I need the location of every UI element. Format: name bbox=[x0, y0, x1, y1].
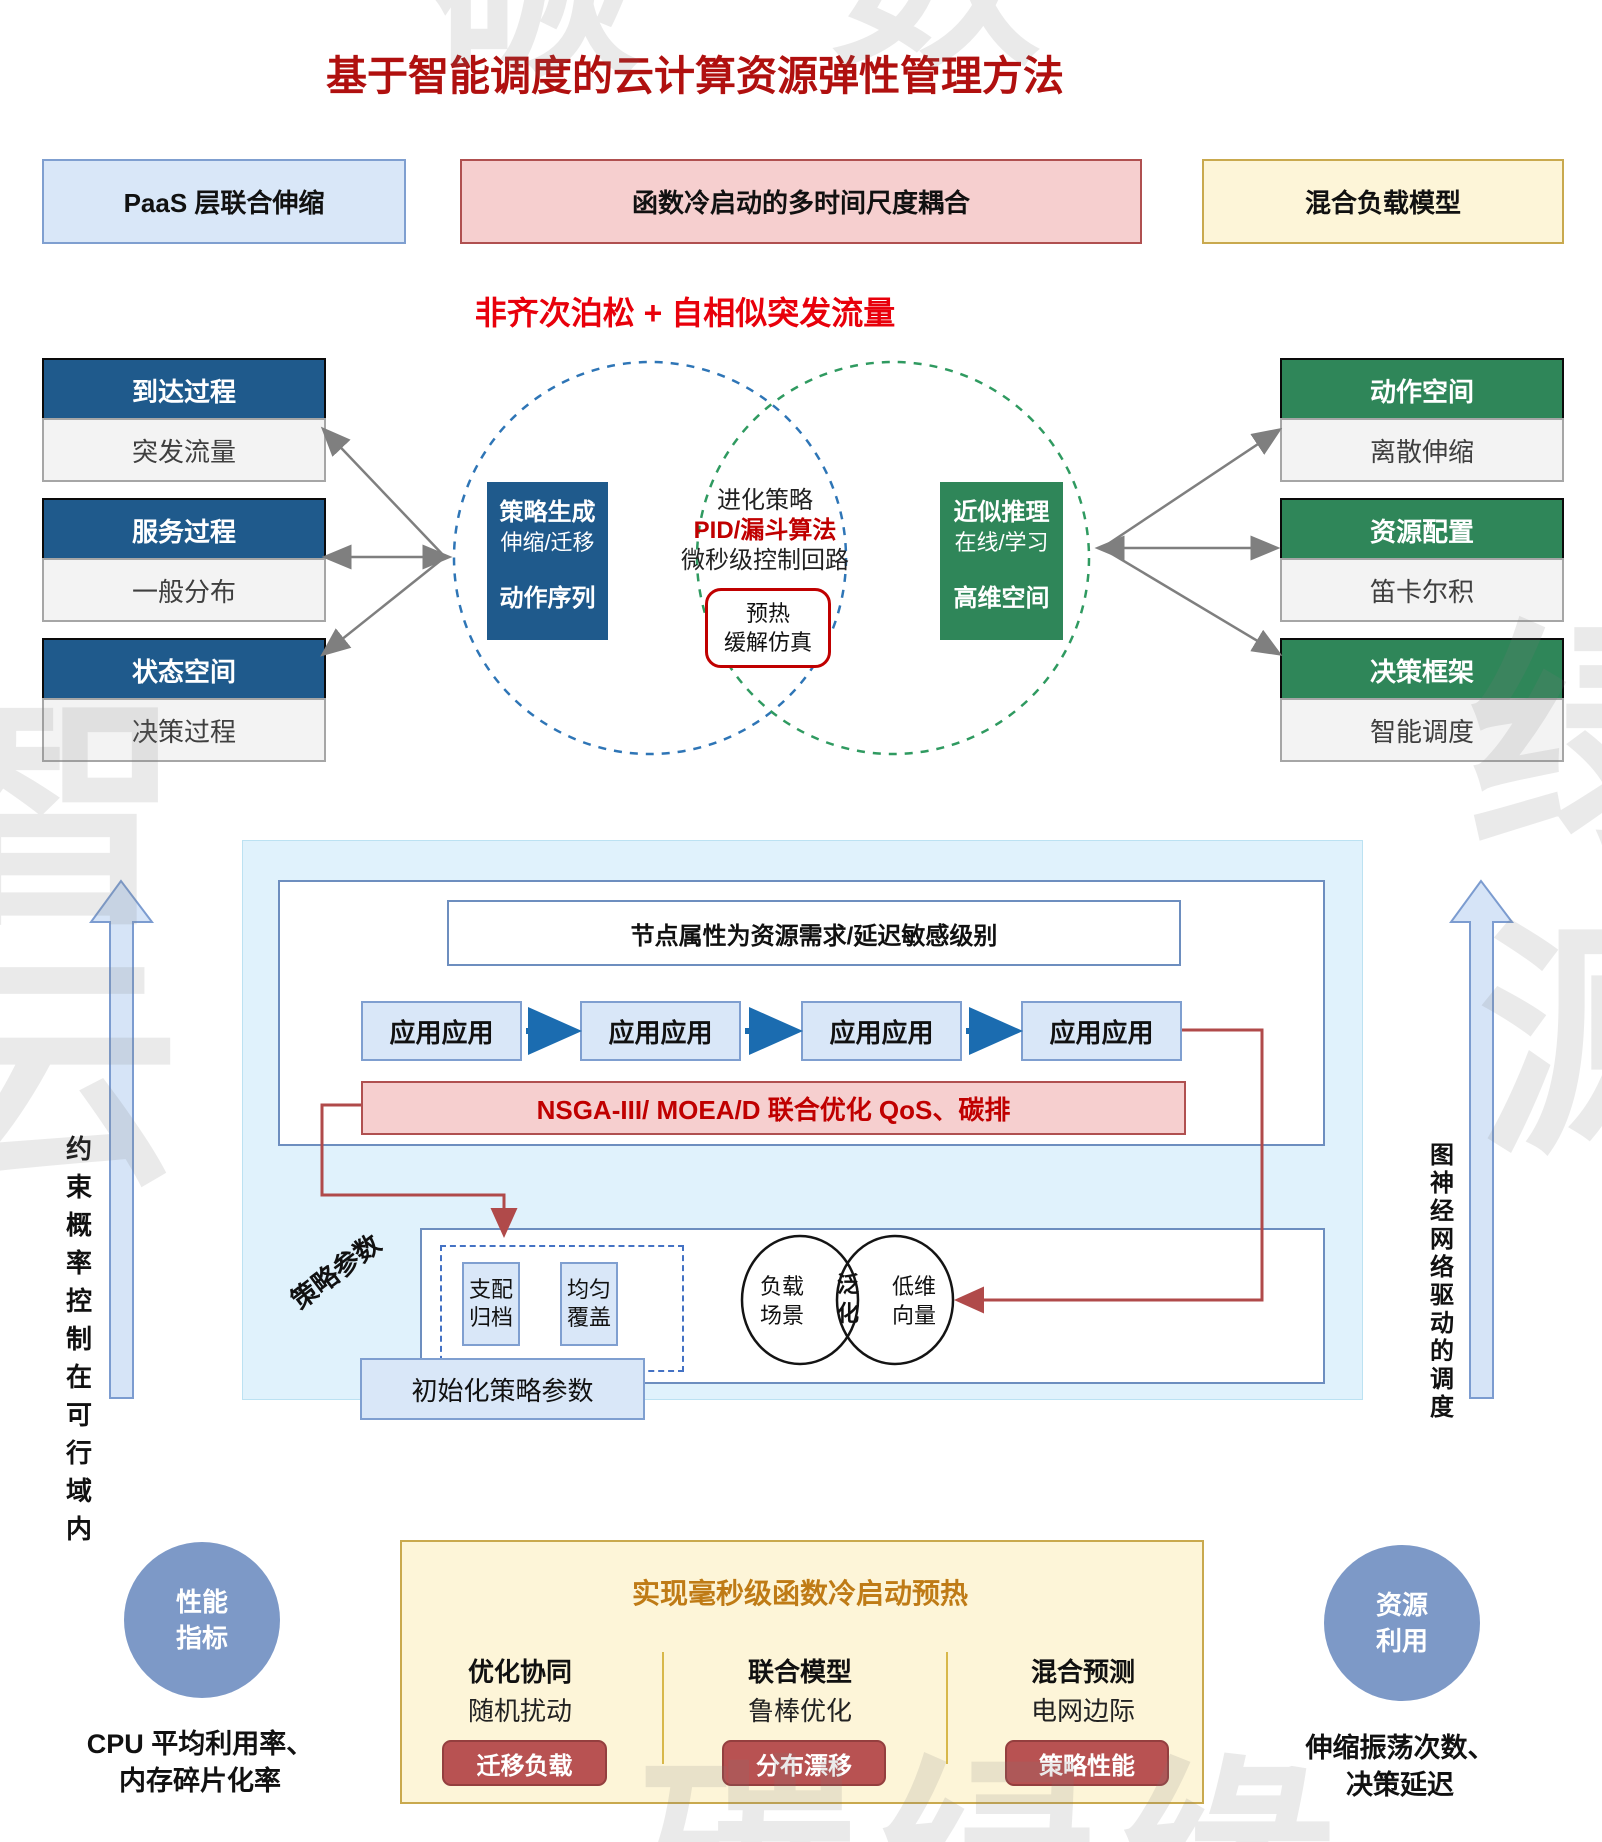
connector-state bbox=[320, 556, 446, 657]
uniform-coverage-box: 均匀 覆盖 bbox=[560, 1262, 618, 1346]
dominance-archive-box: 支配 归档 bbox=[462, 1262, 520, 1346]
decision-frame-header: 决策框架 bbox=[1280, 638, 1564, 702]
lowdim-vector-label: 低维 向量 bbox=[882, 1272, 946, 1330]
action-space-body: 离散伸缩 bbox=[1280, 418, 1564, 482]
right-up-arrow bbox=[1449, 879, 1515, 1399]
delay-metric-line: 决策延迟 bbox=[1346, 1770, 1454, 1800]
banner-divider bbox=[946, 1652, 948, 1764]
policy-generation-line3: 动作序列 bbox=[499, 585, 596, 612]
banner-col3-badge: 策略性能 bbox=[1005, 1740, 1169, 1786]
app-node: 应用应用 bbox=[361, 1001, 522, 1061]
approx-inference-line3: 高维空间 bbox=[953, 585, 1050, 612]
connector-action bbox=[1101, 427, 1283, 550]
generalization-label: 泛化 bbox=[836, 1272, 859, 1326]
performance-circle-line1: 性能 bbox=[175, 1587, 228, 1617]
memory-metric-line: 内存碎片化率 bbox=[119, 1766, 281, 1796]
right-arrow-caption: 图神经网络驱动的调度 bbox=[1430, 1142, 1454, 1421]
evolution-strategy-label: 进化策略 bbox=[717, 487, 813, 514]
venn-overlap-text: 进化策略 PID/漏斗算法 微秒级控制回路 bbox=[640, 486, 890, 576]
init-strategy-params-box: 初始化策略参数 bbox=[360, 1358, 645, 1420]
coldstart-banner-title: 实现毫秒级函数冷启动预热 bbox=[631, 1578, 968, 1609]
performance-metrics-circle: 性能 指标 bbox=[124, 1542, 280, 1698]
load-scene-label: 负载 场景 bbox=[750, 1272, 814, 1330]
watermark-glyph: 源 bbox=[1478, 920, 1602, 1170]
app-node: 应用应用 bbox=[1021, 1001, 1182, 1061]
banner-col1-head: 优化协同 bbox=[467, 1657, 572, 1687]
microsecond-loop-label: 微秒级控制回路 bbox=[681, 547, 849, 574]
arrival-process-body: 突发流量 bbox=[42, 418, 326, 482]
policy-generation-box: 策略生成 伸缩/迁移 动作序列 bbox=[487, 482, 608, 640]
left-up-arrow bbox=[89, 879, 155, 1399]
dominance-archive-line2: 归档 bbox=[468, 1305, 513, 1330]
uniform-coverage-line2: 覆盖 bbox=[566, 1305, 611, 1330]
pid-funnel-label: PID/漏斗算法 bbox=[693, 517, 837, 544]
traffic-model-subtitle: 非齐次泊松 + 自相似突发流量 bbox=[474, 295, 896, 331]
approx-inference-line1: 近似推理 bbox=[953, 499, 1050, 526]
action-space-header: 动作空间 bbox=[1280, 358, 1564, 422]
app-node: 应用应用 bbox=[580, 1001, 741, 1061]
policy-generation-line2: 伸缩/迁移 bbox=[500, 530, 595, 555]
state-space-body: 决策过程 bbox=[42, 698, 326, 762]
warmup-line1: 预热 bbox=[745, 601, 790, 626]
resource-config-body: 笛卡尔积 bbox=[1280, 558, 1564, 622]
policy-generation-line1: 策略生成 bbox=[499, 499, 596, 526]
nsga-optimization-bar: NSGA-III/ MOEA/D 联合优化 QoS、碳排 bbox=[361, 1081, 1186, 1135]
connector-arrival bbox=[320, 426, 446, 558]
resource-config-header: 资源配置 bbox=[1280, 498, 1564, 562]
banner-col2-head: 联合模型 bbox=[747, 1657, 852, 1687]
pillar-coldstart-coupling: 函数冷启动的多时间尺度耦合 bbox=[460, 159, 1142, 244]
uniform-coverage-line1: 均匀 bbox=[566, 1277, 611, 1302]
dominance-archive-line1: 支配 bbox=[468, 1277, 513, 1302]
approx-inference-line2: 在线/学习 bbox=[954, 530, 1049, 555]
banner-col3-head: 混合预测 bbox=[1030, 1657, 1135, 1687]
state-space-header: 状态空间 bbox=[42, 638, 326, 702]
oscillation-metric-line: 伸缩振荡次数、 bbox=[1305, 1733, 1495, 1763]
resource-circle-line1: 资源 bbox=[1375, 1590, 1428, 1620]
service-process-header: 服务过程 bbox=[42, 498, 326, 562]
banner-col2-badge: 分布漂移 bbox=[722, 1740, 886, 1786]
pillar-hybrid-load-model: 混合负载模型 bbox=[1202, 159, 1564, 244]
banner-divider bbox=[662, 1652, 664, 1764]
approx-inference-box: 近似推理 在线/学习 高维空间 bbox=[940, 482, 1063, 640]
app-node: 应用应用 bbox=[801, 1001, 962, 1061]
arrival-process-header: 到达过程 bbox=[42, 358, 326, 422]
resource-circle-line2: 利用 bbox=[1375, 1626, 1428, 1656]
page-title: 基于智能调度的云计算资源弹性管理方法 bbox=[326, 53, 1064, 99]
cpu-metric-line: CPU 平均利用率、 bbox=[86, 1729, 314, 1759]
banner-col2-sub: 鲁棒优化 bbox=[747, 1696, 852, 1726]
banner-col1-badge: 迁移负载 bbox=[442, 1740, 607, 1786]
resource-utilization-circle: 资源 利用 bbox=[1324, 1545, 1480, 1701]
banner-col1-sub: 随机扰动 bbox=[467, 1696, 572, 1726]
banner-col3-sub: 电网边际 bbox=[1030, 1696, 1135, 1726]
performance-circle-line2: 指标 bbox=[175, 1623, 228, 1653]
lowdim-vector-line1: 低维 bbox=[891, 1274, 936, 1299]
load-scene-line1: 负载 bbox=[759, 1274, 804, 1299]
service-process-body: 一般分布 bbox=[42, 558, 326, 622]
pillar-paas-scaling: PaaS 层联合伸缩 bbox=[42, 159, 406, 244]
lowdim-vector-line2: 向量 bbox=[891, 1303, 936, 1328]
warmup-simulation-box: 预热 缓解仿真 bbox=[705, 588, 831, 668]
warmup-line2: 缓解仿真 bbox=[723, 630, 812, 655]
load-scene-line2: 场景 bbox=[759, 1303, 804, 1328]
connector-decision bbox=[1101, 546, 1283, 656]
oscillation-delay-metrics: 伸缩振荡次数、 决策延迟 bbox=[1235, 1730, 1565, 1804]
cpu-memory-metrics: CPU 平均利用率、 内存碎片化率 bbox=[35, 1726, 365, 1800]
left-arrow-caption: 约束概率控制在可行域内 bbox=[65, 1134, 92, 1544]
node-attribute-box: 节点属性为资源需求/延迟敏感级别 bbox=[447, 900, 1181, 966]
decision-frame-body: 智能调度 bbox=[1280, 698, 1564, 762]
